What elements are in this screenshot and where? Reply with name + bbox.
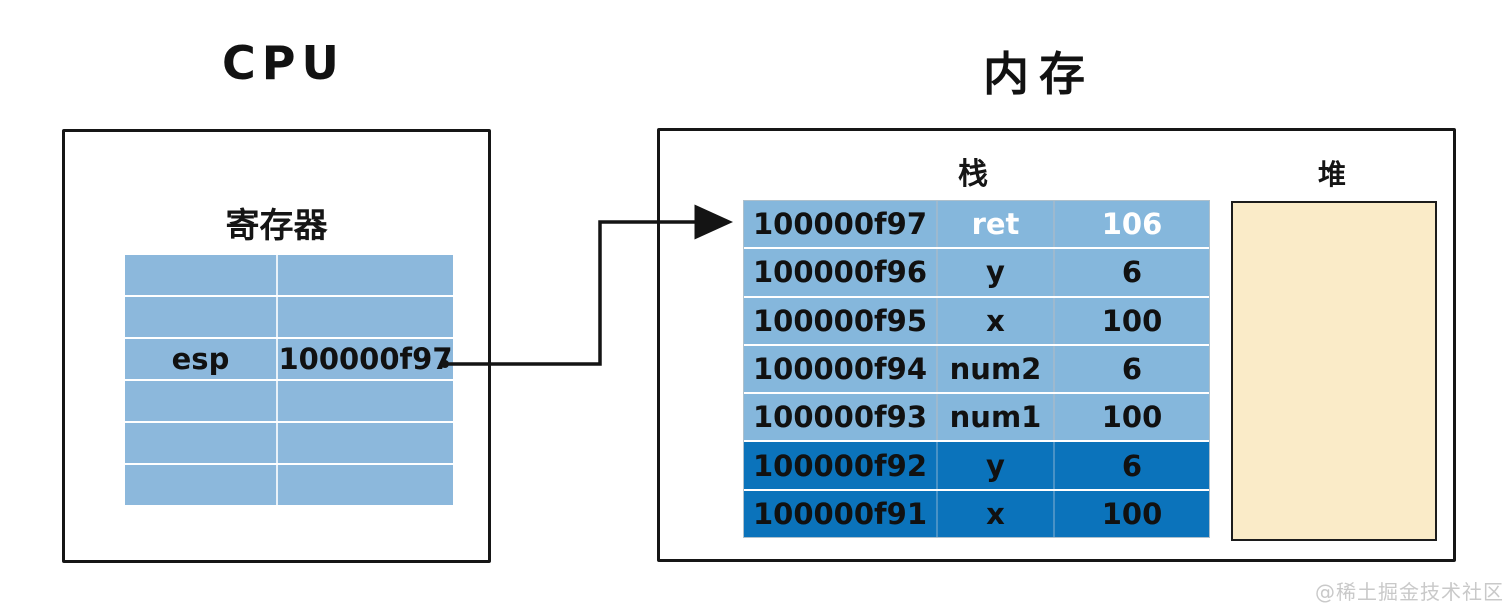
stack-address-cell: 100000f91 bbox=[744, 490, 938, 537]
register-section-title: 寄存器 bbox=[225, 206, 328, 246]
register-value-cell: 100000f97 bbox=[278, 342, 453, 376]
stack-value-cell: 100 bbox=[1101, 303, 1163, 338]
register-name-cell bbox=[125, 297, 278, 337]
stack-name-cell: x bbox=[938, 490, 1055, 537]
stack-name-cell: x bbox=[938, 297, 1055, 344]
stack-value-cell: 6 bbox=[1121, 255, 1143, 290]
stack-address-cell: 100000f96 bbox=[744, 249, 938, 296]
stack-address-cell: 100000f92 bbox=[744, 442, 938, 489]
stack-value-cell: 100 bbox=[1101, 496, 1163, 531]
stack-address-cell: 100000f93 bbox=[744, 394, 938, 441]
register-row bbox=[125, 381, 453, 423]
stack-name-cell: ret bbox=[938, 201, 1055, 248]
register-row bbox=[125, 465, 453, 505]
register-value-cell bbox=[278, 297, 453, 337]
stack-name-cell: y bbox=[938, 442, 1055, 489]
stack-address-cell: 100000f94 bbox=[744, 345, 938, 393]
register-row bbox=[125, 297, 453, 339]
stack-name-cell: y bbox=[938, 249, 1055, 296]
register-value-cell bbox=[278, 423, 453, 463]
stack-name-cell: num2 bbox=[938, 345, 1055, 393]
stack-value-cell: 106 bbox=[1101, 207, 1163, 242]
heap-box bbox=[1231, 201, 1437, 541]
stack-address-cell: 100000f97 bbox=[744, 201, 938, 248]
register-value-cell bbox=[278, 465, 453, 505]
stack-name-cell: num1 bbox=[938, 394, 1055, 441]
register-name-cell: esp bbox=[125, 339, 278, 379]
register-name-cell bbox=[125, 255, 278, 295]
register-row bbox=[125, 255, 453, 297]
register-row bbox=[125, 423, 453, 465]
heap-section-title: 堆 bbox=[1317, 158, 1346, 191]
stack-value-cell: 100 bbox=[1101, 400, 1163, 435]
register-name-cell bbox=[125, 423, 278, 463]
register-value-cell bbox=[278, 381, 453, 421]
watermark-text: @稀土掘金技术社区 bbox=[1315, 580, 1504, 604]
stack-value-cell: 6 bbox=[1121, 351, 1143, 386]
register-name-cell bbox=[125, 465, 278, 505]
register-value-cell bbox=[278, 255, 453, 295]
stack-value-cell: 6 bbox=[1121, 448, 1143, 483]
stack-section-title: 栈 bbox=[958, 157, 988, 192]
register-name-cell bbox=[125, 381, 278, 421]
stack-address-cell: 100000f95 bbox=[744, 297, 938, 344]
cpu-title: CPU bbox=[222, 36, 345, 90]
memory-title: 内存 bbox=[983, 47, 1095, 101]
